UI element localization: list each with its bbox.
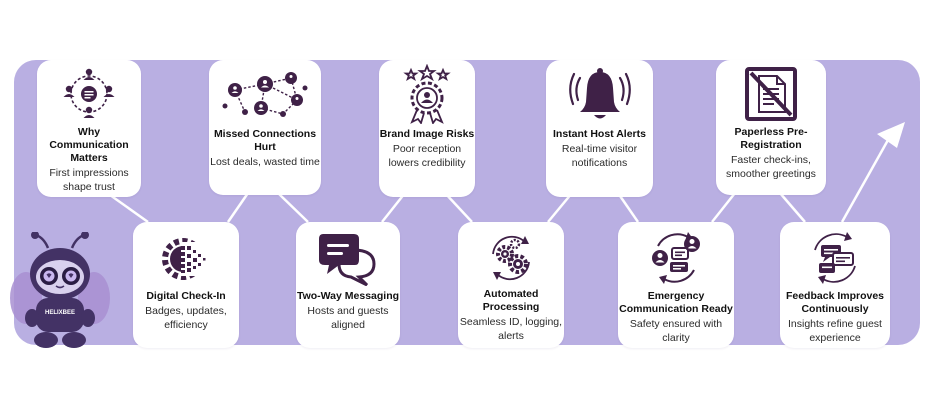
card-title: Digital Check-In — [146, 290, 226, 302]
bell-alert-icon — [568, 68, 631, 119]
card-title: Emergency Communication Ready — [619, 290, 733, 315]
card-paperless-pre-registration: Paperless Pre-Registration Faster check-… — [716, 60, 826, 195]
card-description: Seamless ID, logging, alerts — [459, 316, 563, 342]
trend-arrow-head — [877, 122, 905, 148]
card-description: Real-time visitor notifications — [561, 143, 638, 169]
card-description: Insights refine guest experience — [788, 318, 882, 344]
chat-bubbles-icon — [319, 234, 376, 286]
broken-network-icon — [222, 72, 308, 117]
award-badge-icon — [403, 64, 451, 124]
people-network-icon — [63, 68, 115, 118]
gear-digital-icon — [162, 238, 213, 280]
card-feedback-improves-continuously: Feedback Improves Continuously Insights … — [780, 222, 890, 348]
automation-gears-icon — [492, 235, 530, 281]
card-title: Instant Host Alerts — [553, 128, 646, 140]
card-title: Feedback Improves Continuously — [785, 290, 885, 315]
card-automated-processing: Automated Processing Seamless ID, loggin… — [458, 222, 564, 348]
card-instant-host-alerts: Instant Host Alerts Real-time visitor no… — [546, 60, 653, 197]
card-description: Faster check-ins, smoother greetings — [726, 154, 816, 180]
card-title: Automated Processing — [482, 288, 540, 313]
card-title: Brand Image Risks — [379, 128, 475, 140]
emergency-communication-icon — [652, 232, 700, 284]
card-description: Safety ensured with clarity — [629, 318, 723, 344]
card-why-communication-matters: Why Communication Matters First impressi… — [37, 60, 141, 197]
feedback-chat-icon — [814, 232, 856, 284]
card-title: Missed Connections Hurt — [213, 128, 317, 153]
card-description: Badges, updates, efficiency — [145, 305, 227, 331]
bee-mascot: HELIXBEE — [10, 232, 110, 348]
card-title: Why Communication Matters — [49, 126, 129, 164]
card-digital-check-in: Digital Check-In Badges, updates, effici… — [133, 222, 239, 348]
card-description: Poor reception lowers credibility — [388, 143, 466, 169]
card-description: First impressions shape trust — [49, 167, 129, 193]
card-description: Lost deals, wasted time — [210, 156, 320, 168]
card-missed-connections-hurt: Missed Connections Hurt Lost deals, wast… — [209, 60, 321, 195]
card-brand-image-risks: Brand Image Risks Poor reception lowers … — [379, 60, 475, 197]
mascot-body — [36, 298, 84, 332]
card-emergency-communication-ready: Emergency Communication Ready Safety ens… — [618, 222, 734, 348]
mascot-shirt-text: HELIXBEE — [45, 310, 75, 316]
card-two-way-messaging: Two-Way Messaging Hosts and guests align… — [296, 222, 400, 348]
card-description: Hosts and guests aligned — [307, 305, 389, 331]
card-title: Paperless Pre-Registration — [734, 126, 808, 151]
paperless-document-icon — [745, 67, 797, 121]
card-title: Two-Way Messaging — [296, 290, 400, 302]
